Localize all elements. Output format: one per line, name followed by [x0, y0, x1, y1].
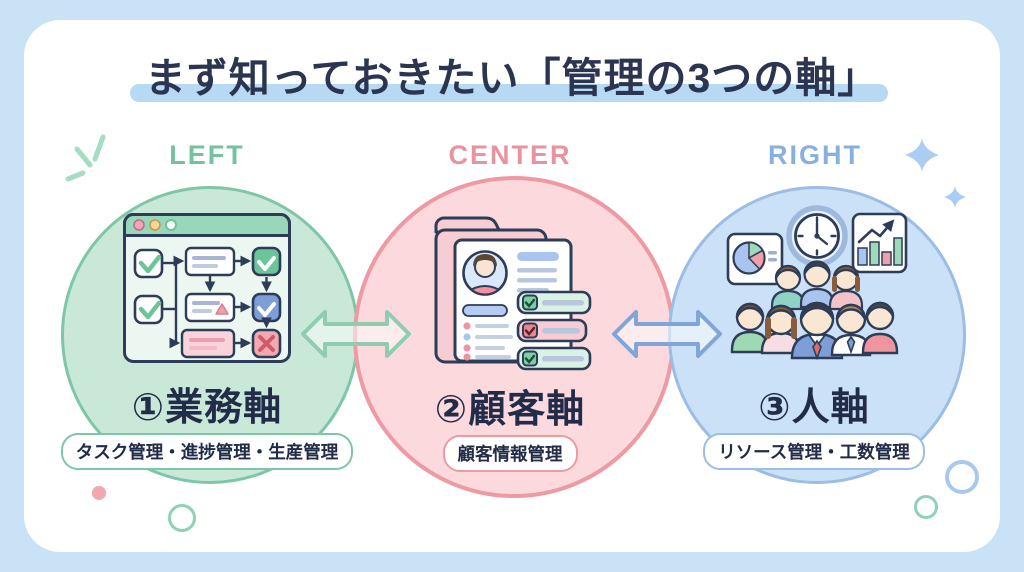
sub-label-pill-business: タスク管理・進捗管理・生産管理 [42, 433, 372, 470]
customer-profile-folder-icon [434, 216, 592, 371]
team-time-charts-icon [726, 205, 908, 361]
position-label-left: LEFT [169, 140, 245, 170]
bidirectional-arrow-left-center-icon [301, 310, 411, 358]
position-label-right: RIGHT [768, 140, 862, 170]
sub-label-text: リソース管理・工数管理 [703, 433, 925, 470]
axis-label-people: ③人軸 [758, 387, 870, 429]
bidirectional-arrow-center-right-icon [612, 310, 722, 358]
page-title: まず知っておきたい「管理の3つの軸」 [144, 55, 880, 101]
green-ring-decoration [914, 495, 938, 519]
position-label-center: CENTER [448, 140, 572, 170]
axis-label-customer: ②顧客軸 [434, 389, 586, 431]
sub-label-text: 顧客情報管理 [442, 435, 578, 472]
sparkle-stars-icon [905, 138, 966, 208]
blue-ring-decoration [945, 460, 979, 494]
green-ring-decoration [168, 504, 196, 532]
sub-label-text: タスク管理・進捗管理・生産管理 [60, 433, 354, 470]
sparkle-rays-icon [65, 134, 106, 182]
pink-dot-decoration [92, 486, 106, 500]
sub-label-pill-people: リソース管理・工数管理 [649, 433, 979, 470]
task-flow-window-icon [123, 213, 291, 363]
title-highlight-bar [130, 84, 888, 102]
sub-label-pill-customer: 顧客情報管理 [345, 435, 675, 472]
axis-label-business: ①業務軸 [131, 387, 283, 429]
